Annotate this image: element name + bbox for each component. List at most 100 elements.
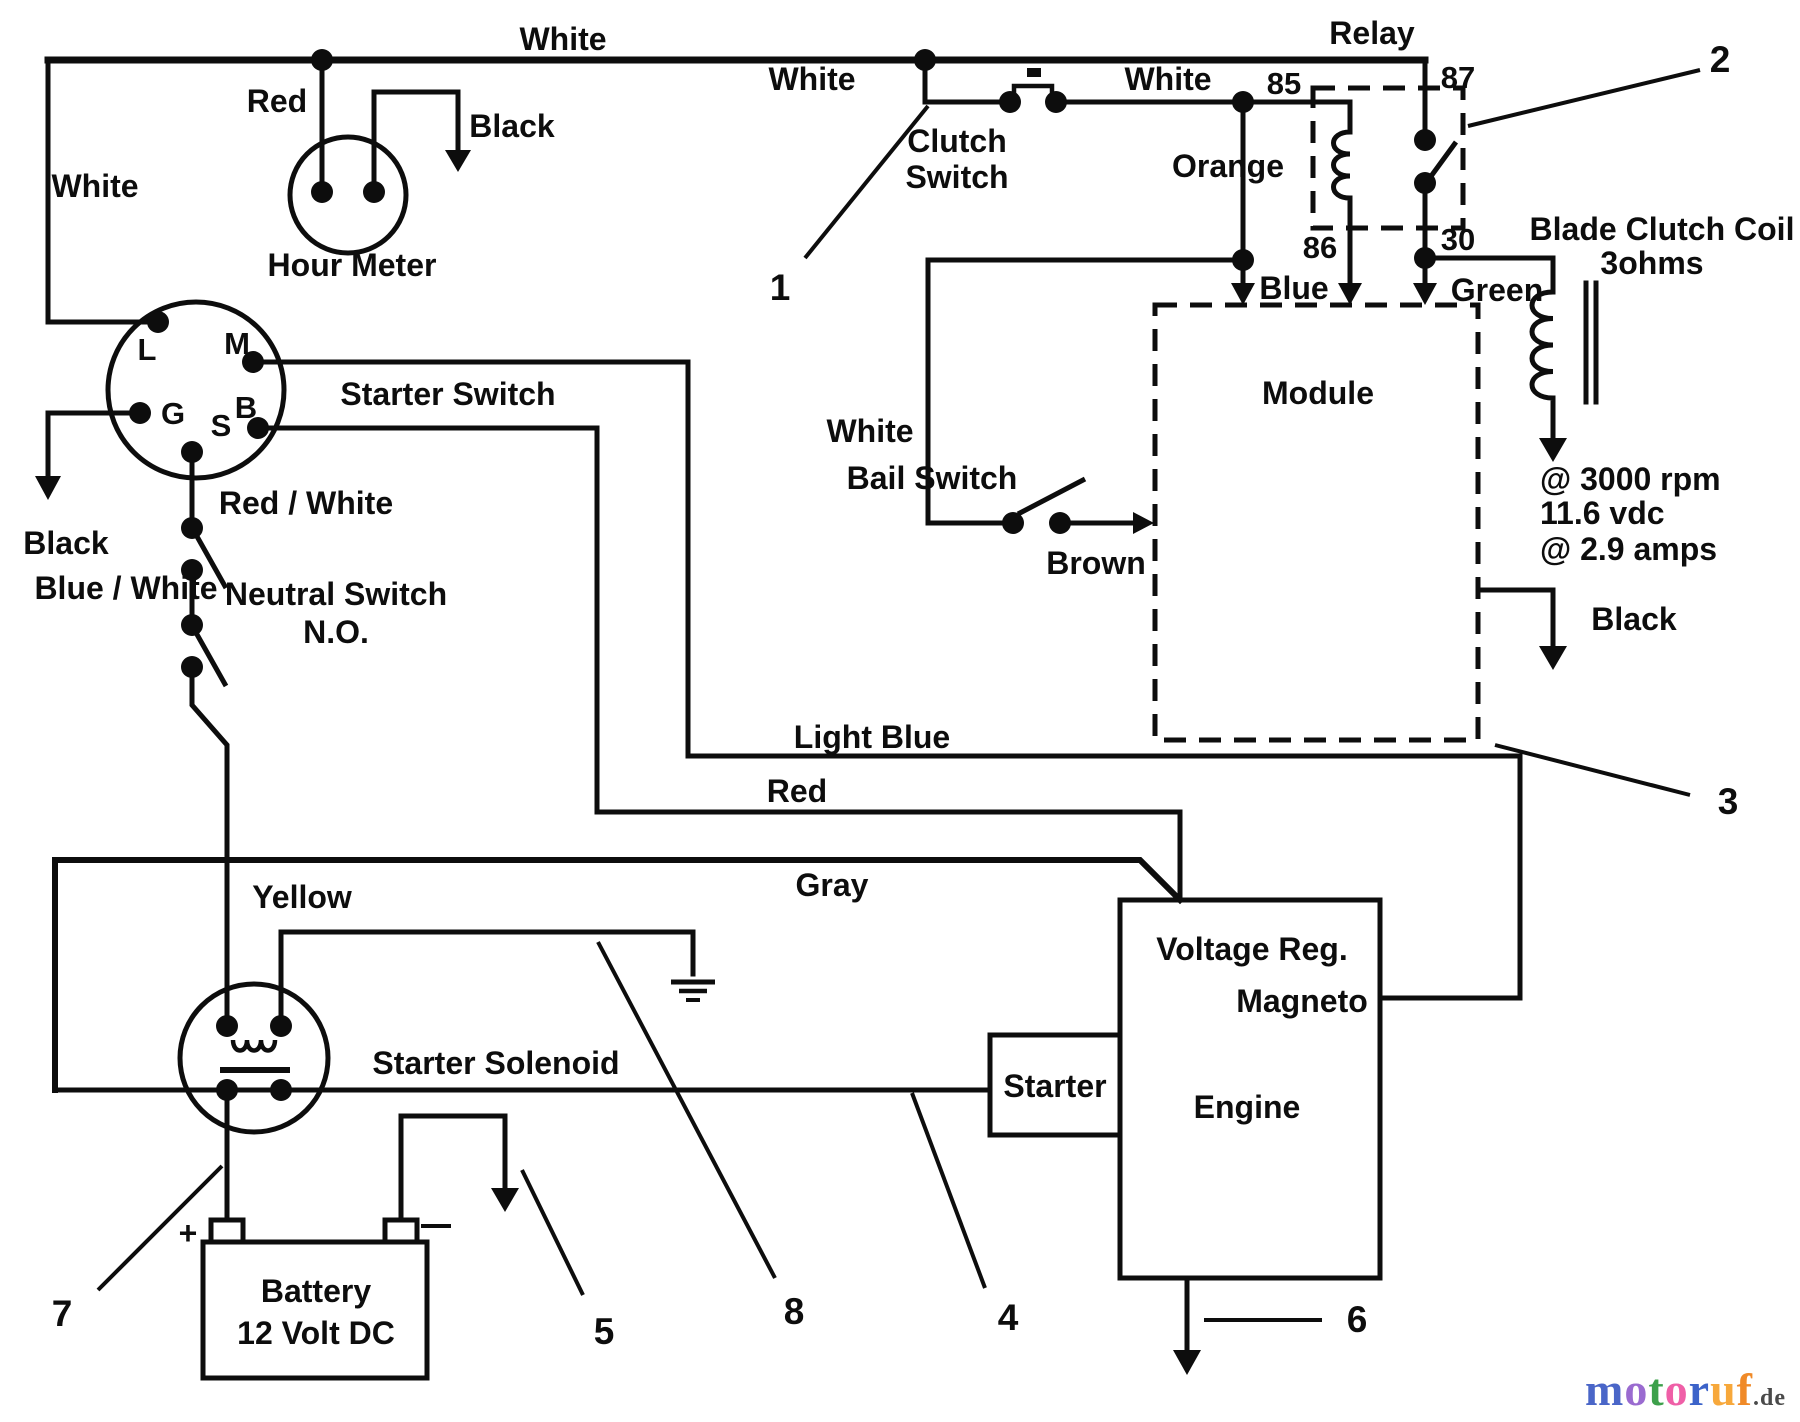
junction-top-red (311, 49, 333, 71)
label-blade-coil-1: Blade Clutch Coil (1530, 211, 1795, 247)
starter-solenoid-body (177, 981, 331, 1135)
callout-line-1 (803, 104, 930, 260)
relay-contact-lower (1414, 172, 1436, 194)
clutch-contact-left (999, 91, 1021, 113)
callout-line-2 (1467, 68, 1701, 128)
neutral-contact-2 (181, 559, 203, 581)
clutch-switch-button-cap (1027, 68, 1041, 77)
battery-box (200, 1239, 430, 1381)
watermark-brand: motoruf (1585, 1364, 1753, 1415)
label-bail-switch: Bail Switch (847, 460, 1018, 496)
label-gray: Gray (796, 867, 869, 903)
label-clutch-switch-1: Clutch (907, 123, 1007, 159)
label-engine: Engine (1194, 1089, 1301, 1125)
solenoid-terminal-bottom-left (216, 1079, 238, 1101)
label-relay: Relay (1329, 15, 1415, 51)
clutch-contact-right (1045, 91, 1067, 113)
label-green: Green (1451, 272, 1543, 308)
callout-1: 1 (770, 267, 791, 308)
terminal-B (247, 417, 269, 439)
label-terminal-87: 87 (1441, 60, 1475, 95)
ground-arrow-ignition (35, 476, 61, 500)
ground-arrow-hourmeter (445, 150, 471, 172)
battery-terminal-negative (382, 1217, 420, 1245)
label-battery-1: Battery (261, 1273, 371, 1309)
label-black-module: Black (1591, 601, 1677, 637)
callout-2: 2 (1710, 39, 1731, 80)
label-spec-vdc: 11.6 vdc (1540, 495, 1665, 531)
clutch-switch-button (1011, 83, 1055, 95)
ground-arrow-engine (1173, 1350, 1201, 1375)
callout-3: 3 (1718, 781, 1739, 822)
wire-blade-coil-core (1583, 280, 1599, 405)
callout-line-4 (910, 1092, 987, 1289)
label-starter-switch: Starter Switch (340, 376, 555, 412)
starter-switch-body (105, 299, 287, 481)
label-battery-plus: + (179, 1215, 198, 1251)
callout-7: 7 (52, 1293, 73, 1334)
wire-white-bail (925, 257, 1246, 526)
junction-dots (129, 49, 1436, 1101)
junction-orange-blue (1232, 249, 1254, 271)
wire-blade-coil (1422, 255, 1556, 443)
relay-switch-blade (1426, 140, 1459, 181)
arrow-86-into-module (1338, 283, 1362, 305)
wire-battery-negative (398, 1113, 508, 1223)
junction-30 (1414, 247, 1436, 269)
label-light-blue: Light Blue (794, 719, 950, 755)
wire-black-hourmeter (371, 89, 461, 195)
label-blue-white: Blue / White (34, 570, 217, 606)
battery-terminal-positive (208, 1217, 246, 1245)
label-white-bail: White (826, 413, 913, 449)
label-spec-amps: @ 2.9 amps (1540, 531, 1717, 567)
ground-arrow-module-black (1539, 646, 1567, 670)
label-terminal-L: L (138, 332, 157, 367)
label-spec-rpm: @ 3000 rpm (1540, 461, 1721, 497)
terminal-M (242, 351, 264, 373)
label-terminal-S: S (211, 408, 232, 443)
label-white-clutch-out: White (1124, 61, 1211, 97)
label-white-top: White (519, 21, 606, 57)
callout-line-8 (596, 941, 777, 1279)
module-box (1152, 302, 1481, 743)
label-terminal-M: M (224, 326, 250, 361)
label-hour-meter: Hour Meter (268, 247, 437, 283)
hour-meter-body (287, 134, 409, 256)
label-terminal-85: 85 (1267, 66, 1301, 101)
junction-85 (1232, 91, 1254, 113)
label-magneto: Magneto (1236, 983, 1368, 1019)
callout-line-5 (520, 1169, 585, 1296)
watermark: motoruf.de (1585, 1363, 1786, 1416)
callout-line-3 (1494, 743, 1691, 797)
ground-symbols (35, 150, 1567, 1375)
bail-contact-left (1002, 512, 1024, 534)
label-neutral-2: N.O. (303, 614, 369, 650)
terminal-G (129, 402, 151, 424)
ground-arrow-blade-coil (1539, 438, 1567, 462)
wire-solenoid-ground (278, 929, 696, 1029)
label-white-clutch-in: White (768, 61, 855, 97)
watermark-suffix: .de (1753, 1385, 1786, 1411)
terminal-S (181, 441, 203, 463)
label-yellow: Yellow (252, 879, 352, 915)
neutral-contact-3 (181, 614, 203, 636)
label-clutch-switch-2: Switch (905, 159, 1008, 195)
terminal-L (147, 311, 169, 333)
arrow-bail-into-module (1133, 512, 1154, 534)
hour-meter-terminal-right (363, 181, 385, 203)
wire-clutch-branch (922, 57, 1013, 105)
relay-box (1310, 85, 1466, 231)
label-red-engine: Red (767, 773, 827, 809)
callout-5: 5 (594, 1311, 615, 1352)
solenoid-terminal-bottom-right (270, 1079, 292, 1101)
solenoid-terminal-top-right (270, 1015, 292, 1037)
labels: White Red Black White Hour Meter White C… (23, 15, 1794, 1352)
wire-gray (52, 857, 1185, 1093)
label-brown: Brown (1046, 545, 1146, 581)
solenoid-terminal-top-left (216, 1015, 238, 1037)
bail-switch-blade (1016, 476, 1087, 517)
label-white-left: White (51, 168, 138, 204)
label-starter: Starter (1003, 1068, 1106, 1104)
